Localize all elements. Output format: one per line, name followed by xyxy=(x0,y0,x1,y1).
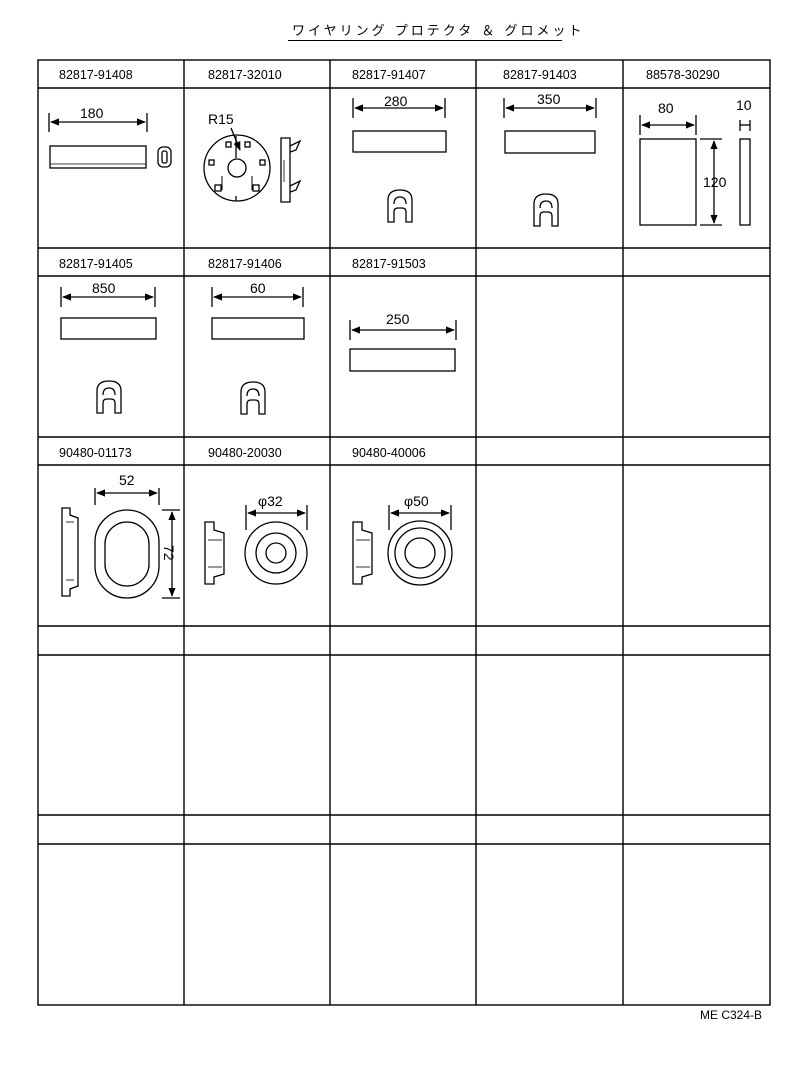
part-code: 82817-91405 xyxy=(59,257,133,271)
part-code: 82817-91406 xyxy=(208,257,282,271)
title-underline xyxy=(288,40,562,41)
protector-strip-drawing xyxy=(48,113,172,169)
dimension-label: 350 xyxy=(537,91,561,107)
dimension-label: 60 xyxy=(250,280,266,296)
dimension-label: 120 xyxy=(703,174,727,190)
round-grommet-drawing xyxy=(204,505,308,585)
pad-drawing xyxy=(639,115,751,226)
part-code: 82817-91407 xyxy=(352,68,426,82)
oval-grommet-drawing xyxy=(61,488,180,599)
part-code: 90480-20030 xyxy=(208,446,282,460)
part-code: 88578-30290 xyxy=(646,68,720,82)
protector-strip-drawing xyxy=(60,287,157,340)
protector-strip-drawing xyxy=(349,320,457,372)
dimension-label: φ50 xyxy=(404,493,429,509)
part-code: 90480-40006 xyxy=(352,446,426,460)
dimension-label: 280 xyxy=(384,93,408,109)
protector-section-drawing xyxy=(387,189,413,223)
dimension-label: 10 xyxy=(736,97,752,113)
dimension-label: 52 xyxy=(119,472,135,488)
part-code: 82817-32010 xyxy=(208,68,282,82)
sheet-title: ワイヤリング プロテクタ ＆ グロメット xyxy=(292,24,585,39)
protector-section-drawing xyxy=(96,380,122,414)
dimension-label: 80 xyxy=(658,100,674,116)
protector-strip-drawing xyxy=(503,98,597,154)
dimension-label: 850 xyxy=(92,280,116,296)
round-grommet-drawing xyxy=(352,505,453,586)
dimension-label: 72 xyxy=(161,545,177,561)
dimension-label: 180 xyxy=(80,105,104,121)
grid-lines xyxy=(37,59,771,1006)
part-code: 82817-91408 xyxy=(59,68,133,82)
protector-strip-drawing xyxy=(352,98,447,153)
protector-section-drawing xyxy=(240,381,266,415)
protector-section-drawing xyxy=(533,193,559,227)
dimension-label: φ32 xyxy=(258,493,283,509)
part-code: 82817-91403 xyxy=(503,68,577,82)
dimension-label: 250 xyxy=(386,311,410,327)
document-id: ME C324-B xyxy=(700,1008,763,1022)
clip-disc-drawing xyxy=(203,127,302,203)
dimension-label: R15 xyxy=(208,111,234,127)
part-code: 90480-01173 xyxy=(59,446,132,460)
protector-strip-drawing xyxy=(211,287,305,340)
part-code: 82817-91503 xyxy=(352,257,426,271)
